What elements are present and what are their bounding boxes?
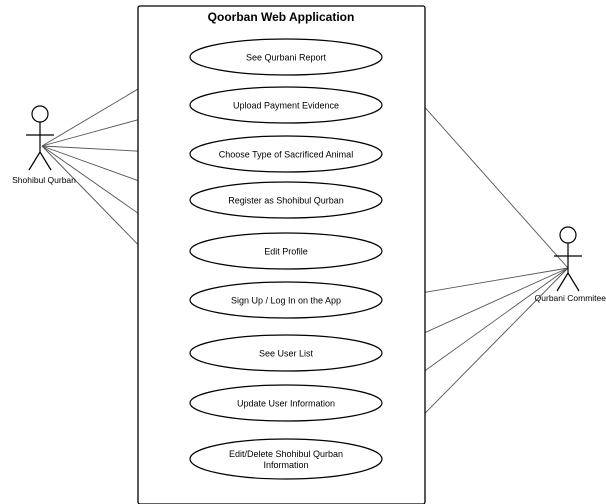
use-case: Upload Payment Evidence	[189, 86, 383, 124]
use-case-label: Choose Type of Sacrificed Animal	[219, 150, 353, 160]
use-case-label: Upload Payment Evidence	[233, 101, 339, 111]
use-case-label: Sign Up / Log In on the App	[231, 296, 341, 306]
use-case-ellipse	[189, 38, 383, 76]
use-case-label: Register as Shohibul Qurban	[228, 196, 344, 206]
actor-head	[31, 105, 49, 123]
use-case-label: Information	[263, 460, 308, 470]
actor-shohibul: Shohibul Qurban	[12, 105, 76, 185]
actor-committee: Qurbani Commitee	[535, 226, 606, 303]
use-case: Register as Shohibul Qurban	[189, 181, 383, 219]
use-case: Sign Up / Log In on the App	[189, 281, 383, 319]
use-case-ellipse	[189, 135, 383, 173]
use-case: Choose Type of Sacrificed Animal	[189, 135, 383, 173]
use-case: See Qurbani Report	[189, 38, 383, 76]
use-case-label: Edit/Delete Shohibul Qurban	[229, 449, 343, 459]
use-case-label: See User List	[259, 349, 314, 359]
actor-label: Shohibul Qurban	[12, 175, 76, 185]
actor-head	[559, 226, 577, 244]
use-case-label: See Qurbani Report	[246, 53, 327, 63]
use-case-ellipse	[189, 384, 383, 422]
use-case-ellipse	[189, 86, 383, 124]
use-case-ellipse	[189, 232, 383, 270]
use-case-ellipse	[189, 438, 383, 480]
actor-leg	[556, 272, 569, 292]
use-case: See User List	[189, 334, 383, 372]
actor-leg	[28, 151, 41, 171]
actor-leg	[567, 272, 580, 292]
use-case: Edit Profile	[189, 232, 383, 270]
use-case-label: Update User Information	[237, 399, 335, 409]
use-case: Update User Information	[189, 384, 383, 422]
system-title: Qoorban Web Application	[208, 10, 355, 24]
use-case-ellipse	[189, 181, 383, 219]
use-case-label: Edit Profile	[264, 247, 308, 257]
actor-leg	[39, 151, 52, 171]
use-case-ellipse	[189, 281, 383, 319]
use-case-ellipse	[189, 334, 383, 372]
actor-label: Qurbani Commitee	[535, 293, 606, 303]
